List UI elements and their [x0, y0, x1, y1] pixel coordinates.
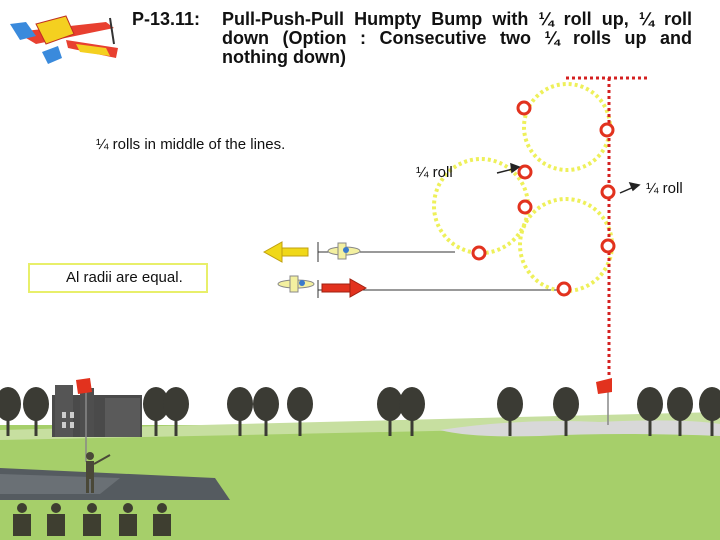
- tree-icon: [253, 387, 279, 436]
- spectator-icon: [119, 503, 137, 536]
- marker: [517, 164, 533, 180]
- red-flag-icon: [76, 378, 92, 462]
- tree-icon: [0, 387, 21, 436]
- tree-icon: [553, 387, 579, 436]
- title-code: P-13.11:: [132, 9, 201, 29]
- tree-icon: [699, 387, 720, 436]
- tree-row: [0, 387, 720, 436]
- tree-icon: [143, 387, 169, 436]
- red-flag-icon: [596, 378, 612, 425]
- spectators: [13, 503, 171, 536]
- arrow-left-icon: [262, 241, 309, 263]
- spectator-icon: [153, 503, 171, 536]
- pilot-figure-icon: [86, 452, 111, 493]
- roll-pointers: [496, 162, 641, 194]
- marker: [516, 100, 532, 116]
- tree-icon: [23, 387, 49, 436]
- marker: [471, 245, 487, 261]
- title-text: Pull-Push-Pull Humpty Bump with ¼ roll u…: [222, 9, 692, 67]
- marker: [600, 184, 616, 200]
- marker: [517, 199, 533, 215]
- tree-icon: [377, 387, 403, 436]
- label-roll-left: ¼ roll: [416, 164, 453, 181]
- spectator-icon: [83, 503, 101, 536]
- tree-icon: [227, 387, 253, 436]
- note-rolls-middle: ¼ rolls in middle of the lines.: [96, 136, 286, 153]
- marker: [599, 122, 615, 138]
- marker: [600, 238, 616, 254]
- tree-icon: [163, 387, 189, 436]
- tree-icon: [399, 387, 425, 436]
- tree-icon: [637, 387, 663, 436]
- arrow-right-icon: [321, 278, 368, 298]
- castle-icon: [52, 385, 142, 437]
- spectator-icon: [47, 503, 65, 536]
- small-plane-icon: [327, 242, 361, 260]
- tree-icon: [287, 387, 313, 436]
- aerobatic-plane-icon: [10, 15, 118, 64]
- spectator-icon: [13, 503, 31, 536]
- tree-icon: [497, 387, 523, 436]
- marker: [556, 281, 572, 297]
- label-roll-right: ¼ roll: [646, 180, 683, 197]
- roll-markers: [471, 100, 616, 297]
- small-plane-icon: [277, 275, 315, 293]
- radii-note-box: Al radii are equal.: [28, 263, 208, 293]
- radii-note: Al radii are equal.: [66, 269, 183, 286]
- tree-icon: [667, 387, 693, 436]
